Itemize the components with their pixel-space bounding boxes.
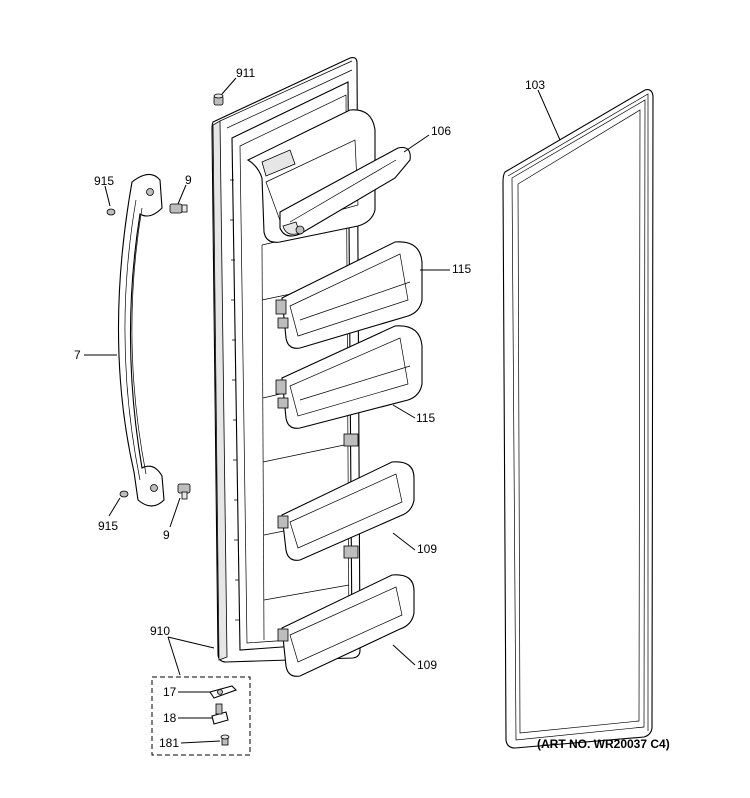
door-bin-upper	[275, 241, 423, 349]
label-181: 181	[159, 736, 179, 750]
label-911: 911	[236, 66, 255, 80]
label-103: 103	[525, 78, 545, 92]
leader-lines	[84, 77, 561, 744]
label-109-top: 109	[417, 542, 437, 556]
door-bin-lower	[275, 325, 423, 429]
door-shelf-upper	[277, 461, 415, 561]
label-115-top: 115	[452, 262, 471, 276]
label-18: 18	[163, 711, 177, 725]
label-17: 17	[163, 685, 177, 699]
label-915-bottom: 915	[98, 519, 118, 533]
label-9-bottom: 9	[163, 528, 170, 542]
dispenser-housing	[246, 109, 376, 243]
hinge-bracket-17	[209, 685, 237, 699]
label-115-bottom: 115	[416, 411, 435, 425]
door-gasket	[502, 89, 654, 749]
handle-screw-bottom	[177, 483, 191, 500]
dispenser-cover	[279, 146, 411, 237]
handle-cap-bottom	[119, 490, 129, 498]
door-shelf-lower	[277, 574, 415, 677]
label-109-bottom: 109	[417, 658, 437, 672]
handle-cap-top	[106, 208, 116, 216]
hinge-screw-181	[220, 734, 230, 746]
label-106: 106	[431, 124, 451, 138]
art-number: (ART NO. WR20037 C4)	[537, 737, 670, 751]
label-9-top: 9	[185, 173, 192, 187]
label-7: 7	[74, 348, 81, 362]
hinge-pin-18	[211, 703, 229, 725]
handle-screw-top	[169, 203, 188, 214]
door-handle	[117, 173, 165, 507]
hinge-kit-box	[151, 676, 251, 756]
label-915-top: 915	[94, 174, 114, 188]
label-910: 910	[150, 624, 170, 638]
plug-911	[213, 93, 224, 106]
